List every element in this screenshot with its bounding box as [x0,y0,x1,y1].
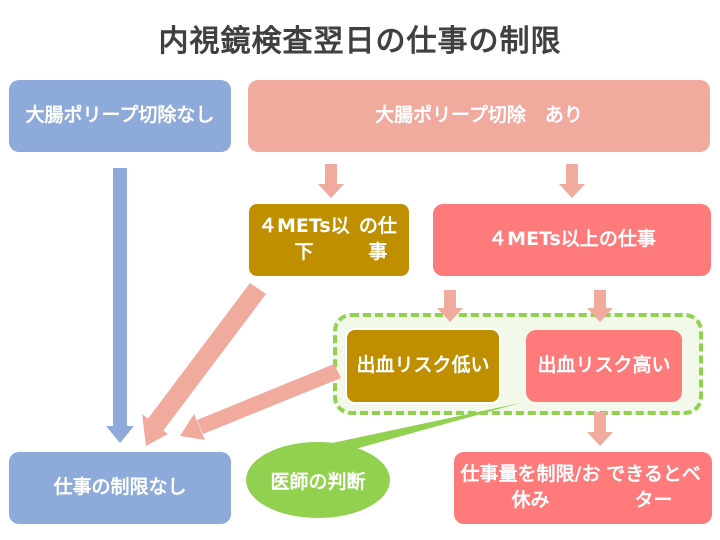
node-bleed-low: 出血リスク 低い [345,328,501,404]
arrow-no-polyp-to-no-restriction [106,168,134,443]
node-no-restriction: 仕事の制限なし [9,452,231,524]
doctor-speech-bubble [246,403,520,518]
node-restrict-work-line1: 仕事量を制限/お休み [460,463,601,511]
node-bleed-high: 出血リスク 高い [526,330,682,402]
node-no-polyp-line1: 大腸ポリープ切除 [25,104,177,127]
node-mets-above-line2: の仕事 [598,228,656,251]
node-restrict-work: 仕事量を制限/お休み できるとベター [454,452,712,524]
node-doctor-judgment: 医師の判断 [248,448,388,512]
node-no-restriction-label: 仕事の制限なし [53,476,187,499]
node-no-polyp-line2: なし [176,104,215,127]
node-restrict-work-line2: できるとベター [606,463,701,511]
arrow-polyp-to-above [559,164,585,198]
node-mets-above: ４METs以上 の仕事 [433,204,711,276]
node-mets-above-line1: ４METs以上 [488,228,599,251]
node-bleed-low-line1: 出血リスク [356,354,452,377]
node-polyp-yes-label: 大腸ポリープ切除 あり [375,104,583,127]
node-mets-below: ４METs以下 の仕事 [247,202,411,278]
page-title: 内視鏡検査翌日の仕事の制限 [158,24,562,59]
node-bleed-high-line2: 高い [632,354,671,377]
node-no-polyp: 大腸ポリープ切除 なし [9,80,231,152]
node-mets-below-line2: の仕事 [358,215,397,263]
node-mets-below-line1: ４METs以下 [258,215,350,263]
arrow-bleed-high-to-restrict [587,412,613,446]
arrow-above-to-bleed-low [437,290,463,322]
arrow-bleed-low-to-no-restriction [180,364,341,440]
arrow-polyp-to-below [318,164,344,198]
node-doctor-judgment-label: 医師の判断 [270,470,366,493]
node-bleed-low-line2: 低い [451,354,490,377]
node-polyp-yes: 大腸ポリープ切除 あり [248,80,710,152]
arrow-above-to-bleed-high [587,290,613,322]
node-bleed-high-line1: 出血リスク [537,354,633,377]
arrow-below-to-no-restriction [142,283,266,446]
